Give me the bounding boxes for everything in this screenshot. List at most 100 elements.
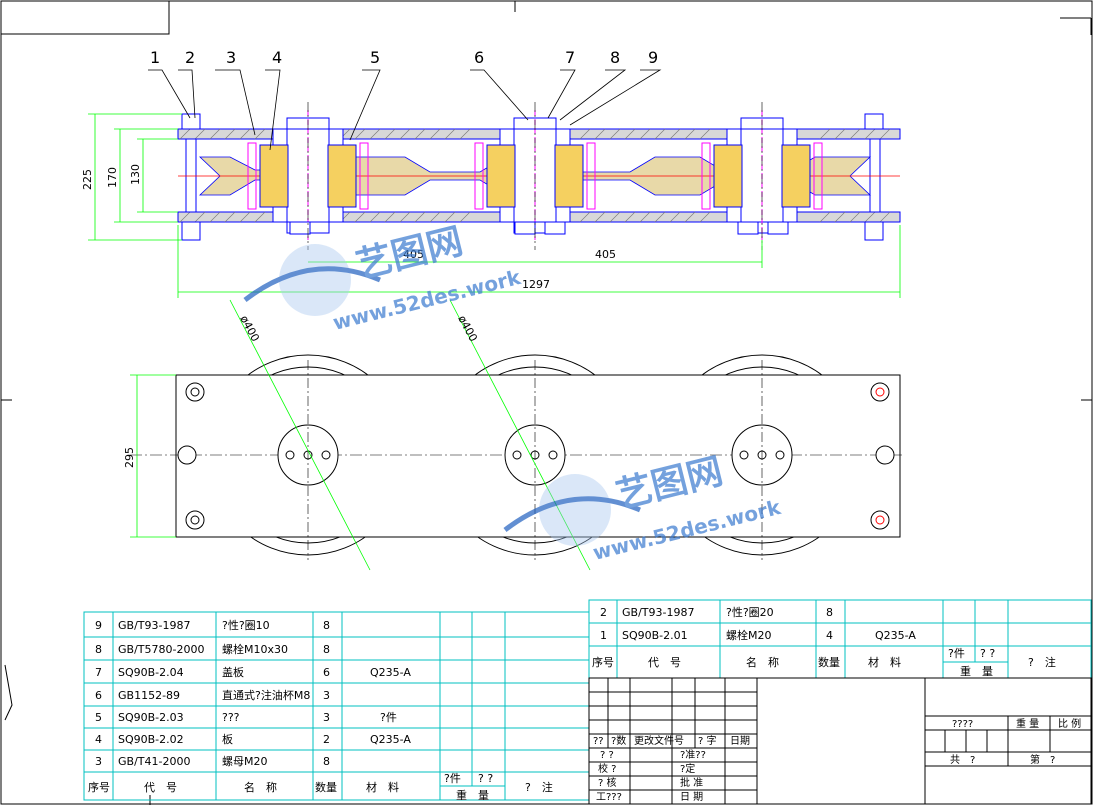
hdr-qty: 数量 [315,781,337,794]
row7-code: SQ90B-2.04 [118,666,184,679]
plan-view: 295 ø400 ø400 [123,299,905,571]
title-block: ?? ?数 更改文件号 ? 字 日期 ? ? ?准?? 校 ? ?定 ? 核 批… [588,677,1092,805]
row8-code: GB/T5780-2000 [118,643,204,656]
row1-name: 螺栓M20 [726,628,772,642]
tb-rev-doc: 更改文件号 [634,734,684,747]
hdr-total: ? ? [478,772,493,785]
tb-sheet-no: 第 ? [1030,753,1055,766]
row6-name: 直通式?注油杯M8 [222,688,310,702]
callout-7: 7 [565,48,575,67]
row5-no: 5 [95,711,102,724]
callout-2: 2 [185,48,195,67]
hdr2-no: 序号 [592,655,614,669]
callout-labels: 1 2 3 4 5 6 7 8 9 [150,48,658,67]
tb-fixed: ?定 [680,762,695,775]
row4-name: 板 [222,732,233,746]
row2-code: GB/T93-1987 [622,606,694,619]
row5-name: ??? [222,711,240,724]
hdr2-total: ? ? [980,647,995,660]
tb-audit: ? 核 [598,776,617,789]
section-view: 1 2 3 4 5 6 7 8 9 [81,48,901,298]
tb-design: ? ? [600,750,614,761]
dim-295: 295 [123,447,136,468]
row4-qty: 2 [323,733,330,746]
hdr2-qty: 数量 [818,656,840,669]
row6-qty: 3 [323,689,330,702]
row7-material: Q235-A [370,666,411,679]
row7-qty: 6 [323,666,330,679]
row7-name: 盖板 [222,665,244,679]
hdr2-single: ?件 [948,647,965,660]
hdr-material: 材 料 [366,780,399,794]
tb-approve: 批 准 [680,776,703,789]
row7-no: 7 [95,666,102,679]
hdr2-name: 名 称 [746,655,779,669]
row3-code: GB/T41-2000 [118,755,190,768]
row6-no: 6 [95,689,102,702]
row9-no: 9 [95,619,102,632]
hdr2-note: ? 注 [1028,655,1056,669]
callout-9: 9 [648,48,658,67]
row5-qty: 3 [323,711,330,724]
tb-weight: 重 量 [1016,717,1039,730]
tb-std: ?准?? [680,749,706,761]
hdr2-code: 代 号 [648,656,681,669]
dim-phi400-b: ø400 [455,313,479,344]
tb-stage: ???? [952,719,973,730]
dim-405-a: 405 [403,248,424,261]
hdr-no: 序号 [88,780,110,794]
callout-leaders [148,69,662,151]
hdr-weight: 重 量 [456,788,489,802]
hdr-code: 代 号 [144,781,177,794]
tb-rev-sign: ? 字 [698,734,717,747]
row1-qty: 4 [826,629,833,642]
callout-3: 3 [226,48,236,67]
row5-material: ?件 [380,711,397,724]
row3-name: 螺母M20 [222,755,268,768]
tb-rev-date: 日期 [730,735,750,747]
row9-qty: 8 [323,619,330,632]
hdr-name: 名 称 [244,780,277,794]
row9-name: ?性?圈10 [222,618,270,632]
dim-405-b: 405 [595,248,616,261]
dim-130: 130 [129,164,142,185]
row8-name: 螺栓M10x30 [222,642,288,656]
watermark-cn: 艺图网 [352,221,467,287]
callout-8: 8 [610,48,620,67]
row4-no: 4 [95,733,102,746]
callout-5: 5 [370,48,380,67]
dimension-lines-top [88,113,901,298]
tb-total-sheets: 共 ? [950,754,975,766]
end-bolt-right [864,113,884,241]
tb-rev-mark: ?? [593,736,604,747]
dimension-text-top: 225 170 130 405 405 1297 [81,164,616,291]
row9-code: GB/T93-1987 [118,619,190,632]
hdr2-weight: 重 量 [960,664,993,678]
row2-no: 2 [600,606,607,619]
row4-material: Q235-A [370,733,411,746]
hdr2-material: 材 料 [868,655,901,669]
row3-no: 3 [95,755,102,768]
tb-process: 工??? [596,792,622,803]
dim-170: 170 [106,167,119,188]
row1-material: Q235-A [875,629,916,642]
hdr-single: ?件 [444,772,461,785]
tb-check: 校 ? [598,762,617,775]
row2-name: ?性?圈20 [726,605,774,619]
parts-list-right: 2 GB/T93-1987 ?性?圈20 8 1 SQ90B-2.01 螺栓M2… [588,599,1092,679]
callout-1: 1 [150,48,160,67]
row5-code: SQ90B-2.03 [118,711,184,724]
end-bolt-left [181,113,201,241]
dim-phi400-a: ø400 [237,313,261,344]
callout-4: 4 [272,48,282,67]
row1-code: SQ90B-2.01 [622,629,688,642]
row8-no: 8 [95,643,102,656]
tb-rev-count: ?数 [611,734,626,747]
watermark-1: 艺图网 www.52des.work [243,221,524,335]
tb-date: 日 期 [680,791,703,803]
dim-1297: 1297 [522,278,550,291]
row1-no: 1 [600,629,607,642]
row4-code: SQ90B-2.02 [118,733,184,746]
